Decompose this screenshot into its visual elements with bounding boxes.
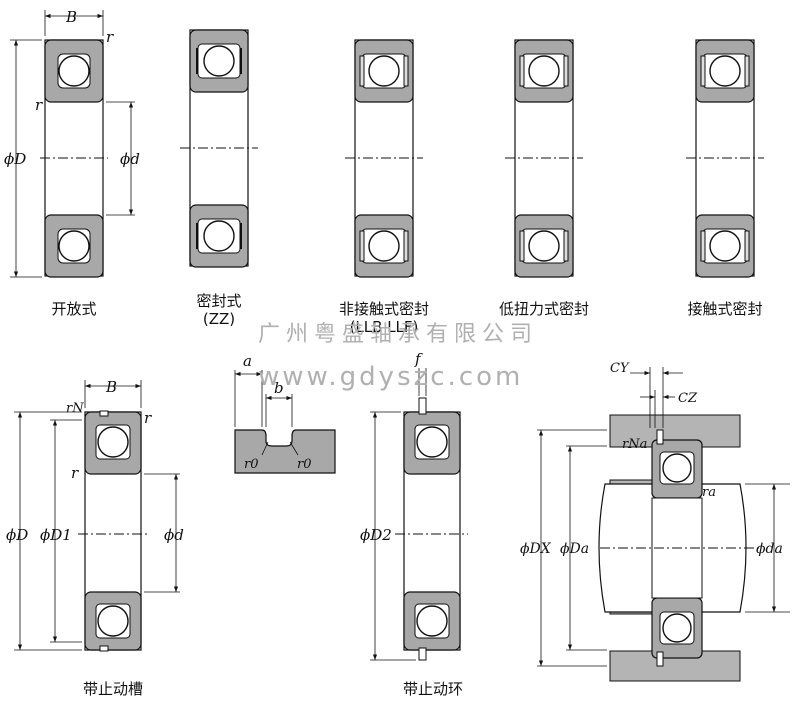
- caption-contact: 接触式密封: [687, 300, 763, 318]
- label-rNa: rNa: [622, 437, 647, 452]
- ball-icon: [709, 55, 741, 87]
- caption-shielded-code: (ZZ): [202, 310, 236, 328]
- label-B: B: [105, 378, 117, 396]
- label-r0: r0: [244, 457, 259, 472]
- ball-icon: [368, 230, 400, 262]
- label-r: r: [144, 409, 152, 427]
- label-phida: ϕda: [756, 541, 783, 557]
- label-b: b: [274, 379, 284, 397]
- caption-low-torque: 低扭力式密封: [498, 300, 589, 318]
- caption-snap-groove: 带止动槽: [82, 680, 143, 698]
- label-r0: r0: [297, 457, 312, 472]
- ball-icon: [709, 230, 741, 262]
- label-phiD: ϕD: [6, 526, 28, 544]
- ball-icon: [662, 453, 692, 483]
- caption-open: 开放式: [51, 300, 97, 318]
- bearing-low-torque-seal: [505, 39, 583, 278]
- label-B: B: [65, 8, 77, 26]
- ball-icon: [97, 426, 129, 458]
- symbol-labels: B r r ϕD ϕd B rN r r ϕD ϕD1 ϕd a b r0 r0…: [4, 8, 783, 557]
- ball-icon: [662, 613, 692, 643]
- bearing-shielded: [180, 29, 258, 268]
- label-rN: rN: [66, 401, 84, 416]
- ball-icon: [416, 605, 448, 637]
- ball-icon: [97, 605, 129, 637]
- caption-non-contact-code: (LLB LLF): [349, 318, 419, 336]
- label-phiD: ϕD: [4, 150, 26, 168]
- ball-icon: [58, 55, 90, 87]
- ball-icon: [528, 55, 560, 87]
- label-r: r: [35, 96, 43, 114]
- label-ra: ra: [702, 485, 716, 500]
- ball-icon: [368, 55, 400, 87]
- label-CZ: CZ: [678, 391, 698, 406]
- label-phiD1: ϕD1: [40, 526, 72, 544]
- label-phid: ϕd: [120, 150, 140, 168]
- label-a: a: [243, 352, 252, 370]
- label-phiDX: ϕDX: [520, 541, 552, 557]
- bearing-snap-ring: [370, 368, 468, 661]
- caption-shielded: 密封式: [196, 292, 242, 310]
- label-r: r: [71, 464, 79, 482]
- caption-non-contact: 非接触式密封: [338, 300, 429, 318]
- label-phid: ϕd: [164, 526, 184, 544]
- bearing-snap-groove: [14, 380, 180, 652]
- label-CY: CY: [610, 361, 630, 376]
- bearing-open: [10, 10, 135, 278]
- watermark-company: 广州粤盛轴承有限公司: [258, 322, 539, 347]
- ball-icon: [58, 230, 90, 262]
- label-phiD2: ϕD2: [360, 526, 392, 544]
- ball-icon: [416, 426, 448, 458]
- mounting-diagram: [537, 367, 790, 682]
- ball-icon: [528, 230, 560, 262]
- label-r: r: [106, 28, 114, 46]
- bearing-contact-seal: [686, 39, 764, 278]
- caption-snap-ring: 带止动环: [402, 680, 463, 698]
- bearing-non-contact-seal: [345, 39, 423, 278]
- watermark-url: www.gdyszc.com: [258, 362, 524, 392]
- groove-detail: [234, 370, 336, 474]
- ball-icon: [203, 220, 235, 252]
- ball-icon: [203, 45, 235, 77]
- label-phiDa: ϕDa: [560, 541, 589, 557]
- label-f: f: [414, 350, 423, 368]
